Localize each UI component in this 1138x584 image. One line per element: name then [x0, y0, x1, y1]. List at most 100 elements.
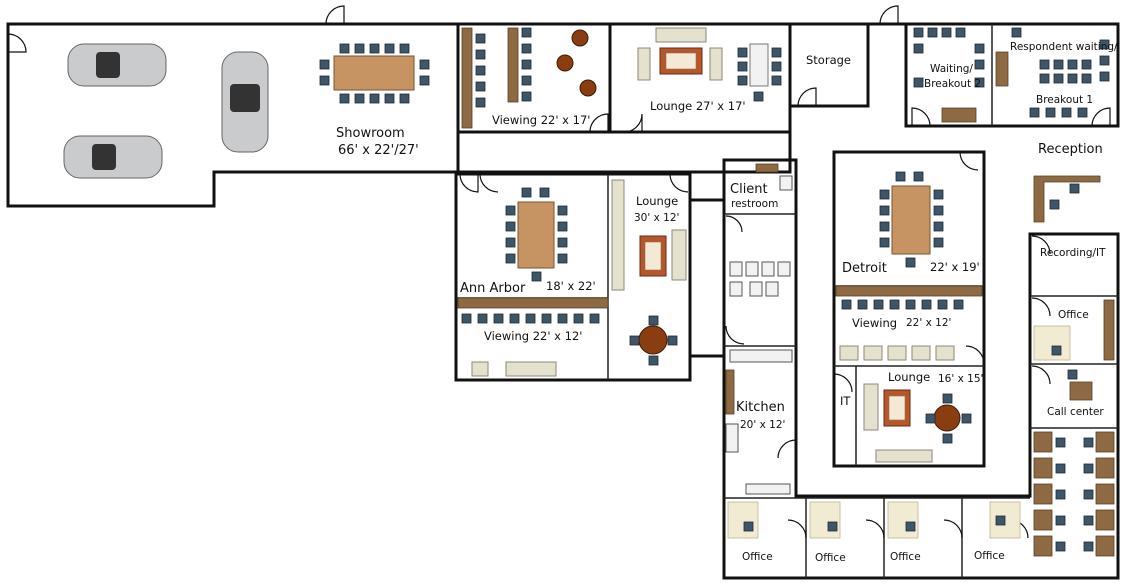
door-viewing-top: [589, 113, 609, 133]
detroit-table: [891, 185, 931, 255]
kitchen-label: Kitchen: [736, 400, 785, 415]
call-center-chairs: [1055, 437, 1094, 552]
reception-chair: [1069, 183, 1080, 194]
viewing-right-chairs: [841, 299, 964, 310]
detroit-label: Detroit: [842, 261, 887, 276]
respondent-label-1: Respondent waiting/: [1010, 41, 1118, 53]
door-call-center: [1031, 365, 1051, 385]
waiting-chairs: [913, 27, 985, 88]
respondent-chairs: [1011, 27, 1110, 118]
ann-arbor-table: [517, 201, 555, 269]
lounge-right-sofa: [863, 383, 879, 431]
lounge-top-chairs: [737, 47, 782, 102]
call-center-label: Call center: [1047, 406, 1104, 418]
door-waiting-bottom: [911, 107, 931, 127]
detroit-chairs: [879, 171, 944, 268]
viewing-mid-chair: [471, 361, 489, 377]
viewing-top-round-table-1: [571, 29, 589, 47]
walls: [6, 22, 1120, 580]
viewing-mid-chairs: [461, 313, 600, 324]
door-storage: [797, 87, 817, 107]
it-label: IT: [840, 394, 851, 408]
viewing-top-walls: [458, 22, 612, 134]
door-ann-arbor-left: [459, 173, 479, 193]
office-b1-label: Office: [742, 551, 773, 563]
office-right-chair: [1051, 345, 1062, 356]
car-3: [63, 135, 163, 179]
ann-arbor-size: 18' x 22': [546, 279, 596, 293]
restroom-toilet: [779, 175, 793, 191]
door-kitchen: [725, 325, 745, 345]
viewing-top-round-table-2: [556, 54, 574, 72]
lounge-top-sofa-right: [709, 47, 723, 81]
kitchen-fridge: [745, 483, 791, 495]
door-detroit: [959, 151, 979, 171]
kitchen-counter-top: [729, 349, 793, 363]
door-office-b2: [865, 519, 885, 539]
lounge-right-label: Lounge: [888, 370, 930, 384]
showroom-label: Showroom: [336, 126, 405, 141]
bottom-office-chairs: [743, 515, 1006, 532]
door-office-b3: [943, 519, 963, 539]
car-1: [67, 43, 167, 87]
office-right-shelf: [1103, 299, 1115, 361]
door-office-right: [1031, 297, 1051, 317]
ann-arbor-block-walls: [454, 172, 692, 382]
office-b2-label: Office: [815, 552, 846, 564]
recording-it-label: Recording/IT: [1040, 247, 1106, 259]
detroit-block-walls: [832, 150, 986, 468]
restroom-fixtures: [729, 261, 791, 297]
lounge-right-sofa-bottom: [875, 449, 933, 463]
lounge-mid-cabinet: [611, 179, 625, 291]
restroom-counter: [755, 163, 779, 173]
waiting-label-1: Waiting/: [930, 63, 973, 75]
showroom-table: [333, 55, 415, 91]
furniture: [63, 27, 1115, 557]
respondent-label-2: Breakout 1: [1036, 94, 1093, 106]
call-center-desks: [1033, 431, 1115, 557]
car-2: [221, 51, 269, 153]
door-recording: [1031, 235, 1051, 255]
doors: [7, 5, 1111, 539]
viewing-mid-label: Viewing 22' x 12': [484, 329, 582, 343]
viewing-right-label: Viewing: [852, 316, 897, 330]
door-ann-arbor-right: [479, 173, 499, 193]
door-restroom: [725, 215, 743, 233]
bottom-office-desks: [727, 501, 1021, 539]
reception-desk: [1033, 175, 1101, 223]
reception-chair-2: [1049, 199, 1060, 210]
viewing-top-label: Viewing 22' x 17': [492, 113, 590, 127]
office-b3-label: Office: [890, 551, 921, 563]
waiting-label-2: Breakout 2: [924, 78, 981, 90]
ann-arbor-viewing-counter: [457, 297, 609, 309]
corridor-right-wall: [868, 22, 1120, 128]
lounge-mid-sofa: [671, 229, 687, 281]
door-lounge-top: [623, 113, 643, 133]
viewing-top-counter-mid: [507, 27, 519, 103]
call-center-chair-top: [1067, 369, 1078, 380]
door-respondent-bottom: [1091, 107, 1111, 127]
viewing-right-size: 22' x 12': [906, 317, 951, 329]
restroom-label: restroom: [731, 198, 778, 210]
door-viewing-right: [965, 345, 985, 365]
door-lounge-mid: [669, 173, 689, 193]
storage-walls: [790, 22, 870, 108]
corridor-top-wall: [456, 106, 792, 174]
office-b4-label: Office: [974, 550, 1005, 562]
call-center-table: [1069, 381, 1093, 401]
viewing-mid-sofa: [505, 361, 557, 377]
door-kitchen-side: [777, 439, 797, 459]
door-showroom-top: [325, 5, 345, 25]
lounge-top-label: Lounge 27' x 17': [650, 99, 746, 113]
lounge-top-walls: [610, 22, 792, 134]
lounge-right-size: 16' x 15': [938, 373, 983, 385]
lounge-top-table: [749, 43, 769, 87]
waiting-counter: [941, 107, 977, 123]
showroom-size: 66' x 22'/27': [338, 143, 419, 158]
kitchen-stove: [725, 423, 739, 453]
kitchen-size: 20' x 12': [740, 419, 785, 431]
detroit-size: 22' x 19': [930, 260, 980, 274]
lounge-mid-round-table: [638, 325, 668, 355]
door-top-right: [879, 5, 899, 25]
